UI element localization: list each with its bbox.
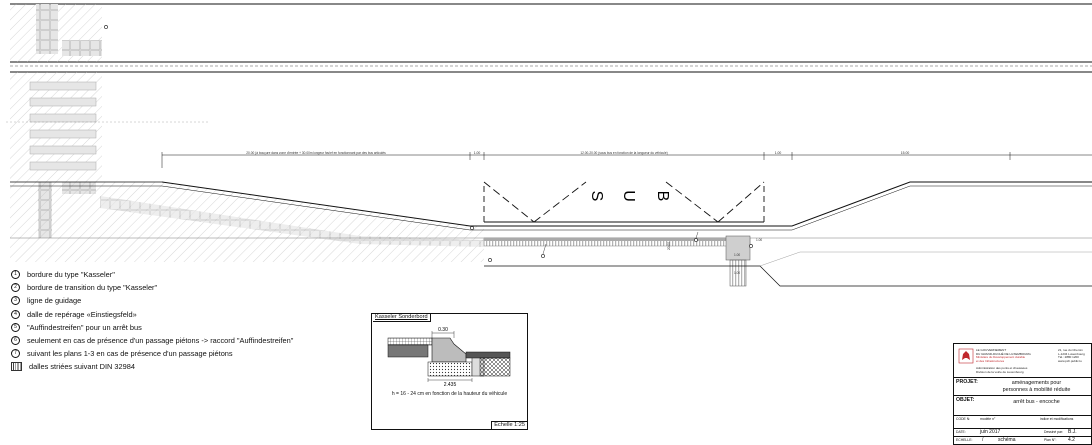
org-line: DU GRAND-DUCHÉ DE LUXEMBOURG	[976, 351, 1031, 356]
projet-value-1: aménagements pour	[1011, 380, 1062, 386]
legend-text: dalle de repérage «Einstiegsfeld»	[27, 309, 137, 319]
projet-value-2: personnes à mobilité réduite	[1002, 387, 1071, 393]
code-row: CODE N: modèle n° indice et modification…	[954, 415, 1091, 424]
objet-value: arrêt bus - encoche	[1013, 399, 1060, 405]
legend-text: ligne de guidage	[27, 296, 82, 306]
lower-road-edge-2	[759, 251, 1092, 267]
projet-row: PROJET: aménagements pour personnes à mo…	[954, 377, 1091, 396]
dim-d1: 20.00	[667, 242, 671, 250]
locating-strip	[729, 259, 747, 287]
dept-line: Administration des ponts et chaussées	[976, 366, 1028, 370]
bus-letter-s: S	[588, 191, 605, 202]
curb-section-drawing: 0.30 2.435	[387, 327, 511, 388]
dim-note-middle: 12.00-20.00 (sous bus en fonction de la …	[580, 151, 667, 155]
curb-detail-box: Kasseler Sonderbord 0.30 2.435 h = 16 - …	[371, 313, 528, 430]
legend-item: dalles striées suivant DIN 32984	[11, 360, 351, 373]
legend-number: 1	[11, 270, 20, 280]
title-block: LE GOUVERNEMENT DU GRAND-DUCHÉ DE LUXEMB…	[953, 343, 1092, 445]
dim-d5: 15.00	[901, 151, 910, 155]
callout-leaders	[542, 231, 699, 255]
objet-row: OBJET: arrêt bus - encoche	[954, 395, 1091, 414]
detail-note: h = 16 - 24 cm en fonction de la hauteur…	[391, 391, 508, 397]
dimension-line	[161, 152, 1092, 168]
legend-text: bordure de transition du type "Kasseler"	[27, 283, 158, 293]
org-address: L-1234 Luxembourg	[1058, 351, 1085, 356]
date-label: DATE:	[956, 430, 966, 434]
plan-label: Plan N°:	[1044, 438, 1057, 442]
entry-field	[725, 235, 751, 261]
detail-dim-top: 0.30	[438, 327, 448, 333]
legend-number: 3	[11, 296, 20, 306]
bus-letter-u: U	[620, 190, 637, 202]
org-address: Tél.: 2880 1200	[1058, 355, 1079, 360]
org-address: www.pch.public.lu	[1058, 358, 1082, 363]
legend-text: seulement en cas de présence d'un passag…	[27, 335, 294, 345]
legend-number: 6	[11, 336, 20, 346]
objet-label: OBJET:	[956, 397, 975, 403]
legend-item: 7 suivant les plans 1-3 en cas de présenc…	[11, 347, 351, 360]
legend-number: 4	[11, 309, 20, 319]
guiding-strip-edge	[484, 238, 750, 241]
drawn-label: Dessiné par:	[1044, 430, 1064, 434]
legend: 1 bordure du type "Kasseler" 2 bordure de …	[11, 268, 351, 374]
drawn-value: B.J.	[1068, 429, 1077, 435]
legend-text: "Auffindestreifen" pour un arrêt bus	[27, 322, 142, 332]
bus-letter-b: B	[654, 191, 671, 202]
legend-text: dalles striées suivant DIN 32984	[29, 362, 135, 372]
org-address: 21, rue du Chemin	[1058, 348, 1083, 352]
scale-row: ECHELLE: / schéma Plan N°: 4.2	[954, 436, 1091, 445]
org-line: Ministère du Développement durable	[976, 355, 1026, 360]
lower-road-edge	[484, 265, 1092, 287]
legend-item: 1 bordure du type "Kasseler"	[11, 268, 351, 281]
detail-title: Kasseler Sonderbord	[373, 314, 431, 322]
sidewalk	[10, 182, 484, 262]
dim-d2: 1.00	[474, 151, 481, 155]
code-value: modèle n°	[980, 417, 996, 421]
drawing-type: schéma	[998, 437, 1016, 443]
date-row: DATE: juin 2017 Dessiné par: B.J.	[954, 428, 1091, 437]
legend-number: 7	[11, 349, 20, 359]
scale-value: /	[982, 437, 984, 443]
legend-text: suivant les plans 1-3 en cas de présence…	[27, 349, 233, 359]
legend-item: 4 dalle de repérage «Einstiegsfeld»	[11, 308, 351, 321]
detail-dim-bottom: 2.435	[444, 382, 457, 388]
detail-scale: Echelle 1:25	[491, 421, 527, 429]
org-line: et des Infrastructures	[976, 358, 1005, 363]
callout-markers	[104, 25, 753, 262]
legend-item: 2 bordure de transition du type "Kasseler…	[11, 281, 351, 294]
dept-line: Division de la voirie de Luxembourg	[976, 369, 1024, 374]
striped-tile-swatch	[11, 362, 22, 372]
luxembourg-lion-logo	[958, 348, 974, 364]
code-right: indice et modifications	[1040, 417, 1074, 421]
dim-d7: 1.00	[734, 253, 740, 257]
legend-number: 5	[11, 322, 20, 332]
dim-d6: 1.00	[756, 238, 762, 242]
date-value: juin 2017	[980, 429, 1001, 435]
dim-d4: 1.00	[775, 151, 782, 155]
legend-item: 5 "Auffindestreifen" pour un arrêt bus	[11, 321, 351, 334]
plan-value: 4.2	[1068, 437, 1075, 443]
legend-item: 6 seulement en cas de présence d'un passa…	[11, 334, 351, 347]
legend-number: 2	[11, 283, 20, 293]
dim-note-left: 20.00 (à bouçure dans zone d'entrée + 30…	[246, 151, 386, 155]
projet-label: PROJET:	[956, 379, 978, 385]
scale-label: ECHELLE:	[956, 438, 973, 442]
code-label: CODE N:	[956, 417, 971, 421]
org-line: LE GOUVERNEMENT	[976, 348, 1007, 352]
legend-item: 3 ligne de guidage	[11, 294, 351, 307]
upper-road	[10, 3, 1092, 73]
dim-d8: 1.00	[734, 271, 740, 275]
bus-bay-markings	[483, 181, 765, 223]
legend-text: bordure du type "Kasseler"	[27, 270, 115, 279]
